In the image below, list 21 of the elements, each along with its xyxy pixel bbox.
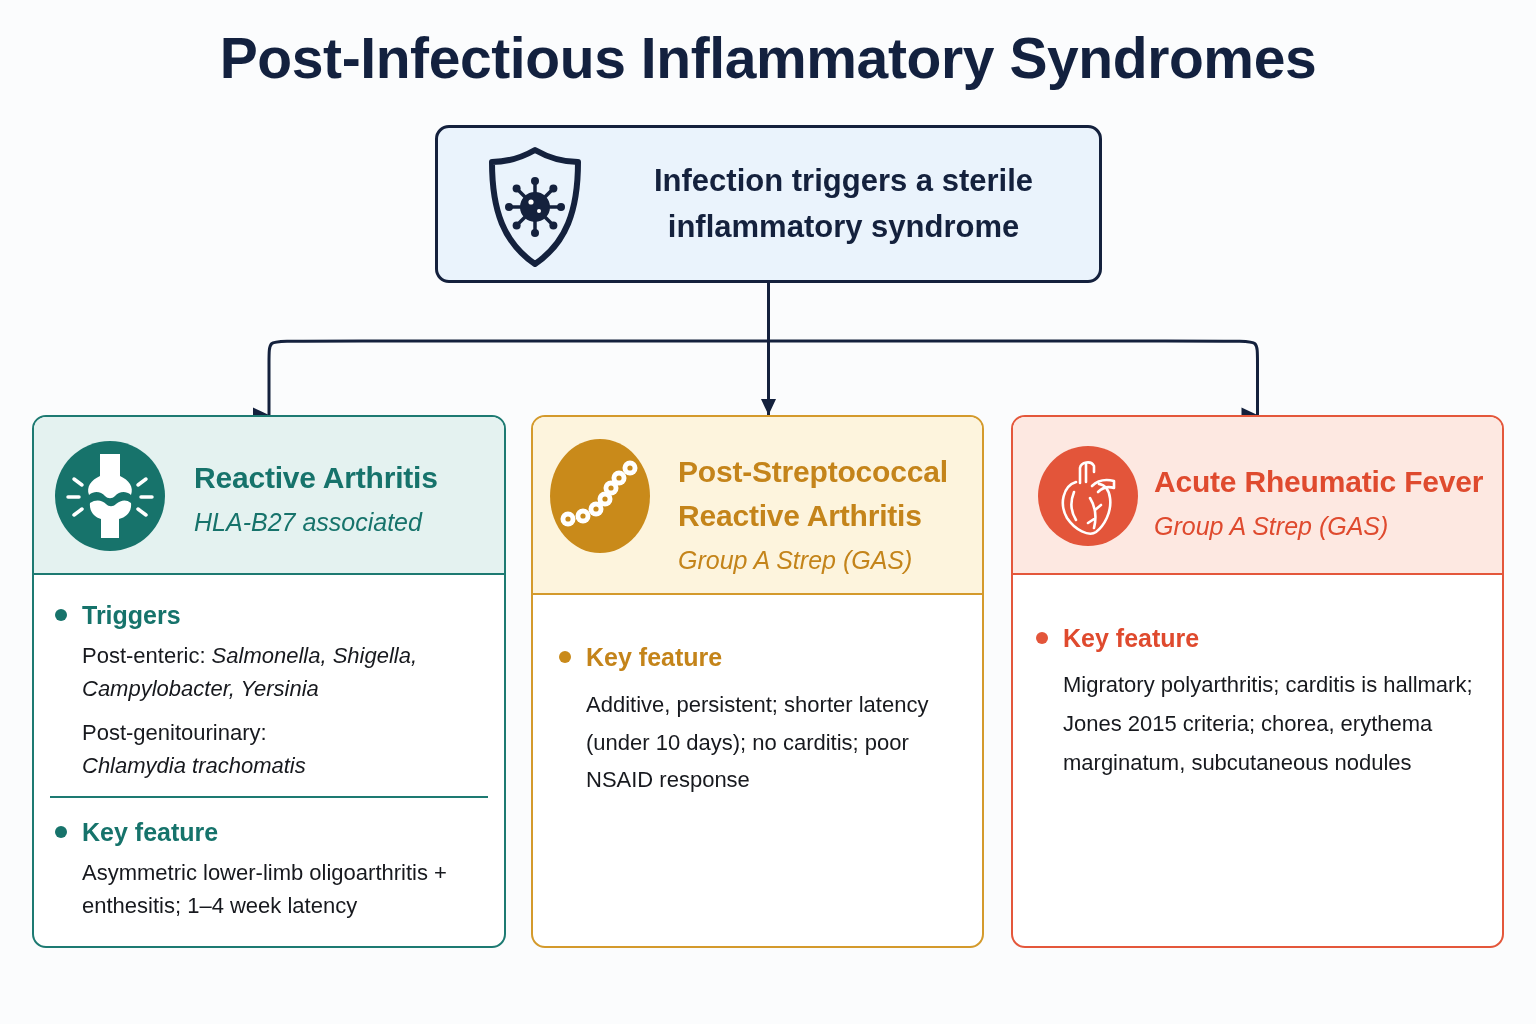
card-title: Reactive Arthritis [194,460,439,496]
diagram-title: Post-Infectious Inflammatory Syndromes [219,25,1317,92]
card-title: Post-Streptococcal Reactive Arthritis [678,454,949,534]
description-text: Migratory polyarthritis; carditis is hallmark; Jones 2015 criteria; chorea, erythema marginatum, subcutaneous nodules [1063,671,1474,777]
description-text: Additive, persistent; shorter latency (under 10 days); no carditis; poor NSAID response [586,691,930,794]
card-subtitle: Group A Strep (GAS) [678,545,913,576]
description-text: Post-enteric: Salmonella, Shigella, Campylobacter, Yersinia [82,642,419,703]
description-text: Post-genitourinary: Chlamydia trachomatis [82,719,307,780]
section-heading: Triggers [82,600,181,631]
card-title: Acute Rheumatic Fever [1154,464,1485,500]
section-heading: Key feature [1063,623,1200,654]
category-card [531,415,984,948]
process-box [435,125,1102,283]
category-card [1011,415,1504,948]
card-subtitle: HLA-B27 associated [194,507,422,538]
section-heading: Key feature [586,642,723,673]
box-text: Infection triggers a sterile inflammatory syndrome [653,162,1034,246]
category-card [32,415,506,948]
description-text: Asymmetric lower-limb oligoarthritis + enthesitis; 1–4 week latency [82,859,448,920]
section-heading: Key feature [82,817,219,848]
card-subtitle: Group A Strep (GAS) [1154,511,1389,542]
